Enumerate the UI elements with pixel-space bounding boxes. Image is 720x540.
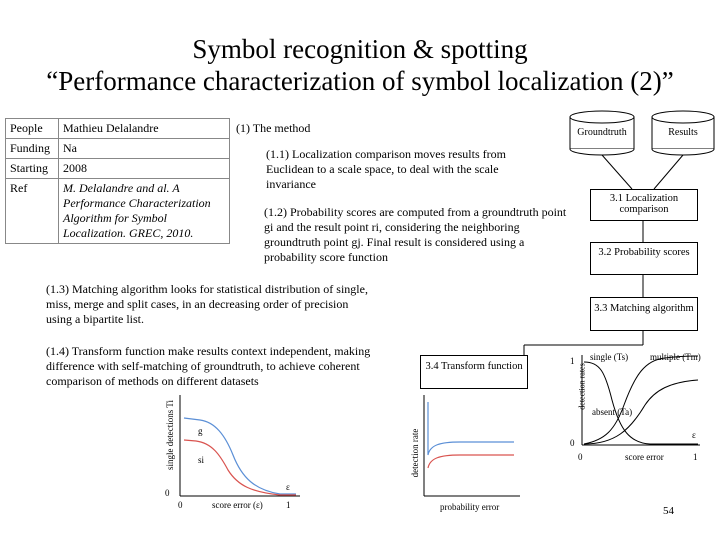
table-row: People Mathieu Delalandre [5, 118, 230, 139]
results-label: Results [668, 127, 698, 138]
middle-plot-ylabel: detection rate [410, 428, 420, 478]
right-plot-y-bottom: 0 [570, 438, 575, 448]
left-plot-ylabel: single detections Ti [165, 400, 175, 471]
right-plot-xlabel: score error [625, 452, 664, 462]
ref-label: Ref [5, 178, 59, 244]
mid-curve-blue [427, 402, 514, 456]
matching-algorithm-box: 3.3 Matching algorithm [590, 297, 698, 331]
curve-g [183, 417, 296, 495]
method-heading: (1) The method [236, 121, 311, 135]
left-plot-curve-g: g [198, 426, 203, 436]
ref-value: M. Delalandre and al. A Performance Char… [58, 178, 230, 244]
left-plot-eps: ε [286, 482, 290, 492]
probability-scores-label: 3.2 Probability scores [598, 247, 690, 258]
localization-comparison-label: 3.1 Localization comparison [609, 193, 679, 215]
slide-title-line1: Symbol recognition & spotting [192, 34, 528, 64]
funding-value: Na [58, 138, 230, 159]
results-cylinder-icon [651, 110, 715, 156]
people-label: People [5, 118, 59, 139]
right-plot [581, 355, 700, 446]
method-paragraph-3: (1.3) Matching algorithm looks for stati… [46, 282, 368, 326]
middle-plot [423, 395, 520, 497]
left-plot-xlabel: score error (ε) [212, 500, 263, 510]
middle-plot-xlabel: probability error [440, 502, 500, 512]
table-row: Ref M. Delalandre and al. A Performance … [5, 178, 230, 244]
method-paragraph-2: (1.2) Probability scores are computed fr… [264, 205, 567, 264]
starting-label: Starting [5, 158, 59, 179]
slide-title-line2: “Performance characterization of symbol … [46, 66, 674, 96]
matching-algorithm-label: 3.3 Matching algorithm [594, 303, 694, 314]
left-plot-x-end: 1 [286, 500, 291, 510]
right-plot-x-end: 1 [693, 452, 698, 462]
method-paragraph-1: (1.1) Localization comparison moves resu… [266, 147, 506, 191]
right-plot-y-top: 1 [570, 356, 575, 366]
right-plot-absent-label: absent (Ta) [592, 407, 633, 417]
method-paragraph-4: (1.4) Transform function make results co… [46, 344, 371, 388]
left-plot-y-start: 0 [165, 488, 170, 498]
right-plot-x-start: 0 [578, 452, 583, 462]
left-plot-curve-s: si [198, 455, 205, 465]
groundtruth-label: Groundtruth [577, 127, 627, 138]
info-table: People Mathieu Delalandre Funding Na Sta… [5, 118, 230, 244]
right-plot-eps: ε [692, 430, 696, 440]
page-number: 54 [663, 505, 674, 517]
table-row: Funding Na [5, 138, 230, 159]
curve-s [183, 439, 296, 496]
mid-curve-red [427, 454, 514, 469]
probability-scores-box: 3.2 Probability scores [590, 242, 698, 275]
groundtruth-cylinder-icon [569, 110, 635, 156]
localization-comparison-box: 3.1 Localization comparison [590, 189, 698, 221]
right-plot-multiple-label: multiple (Tm) [650, 352, 701, 362]
people-value: Mathieu Delalandre [58, 118, 230, 139]
left-plot [179, 395, 300, 497]
right-plot-ylabel: detection rates [577, 363, 587, 410]
right-plot-single-label: single (Ts) [590, 352, 629, 362]
transform-function-label: 3.4 Transform function [425, 361, 523, 372]
transform-function-box: 3.4 Transform function [420, 355, 528, 389]
left-plot-x-start: 0 [178, 500, 183, 510]
